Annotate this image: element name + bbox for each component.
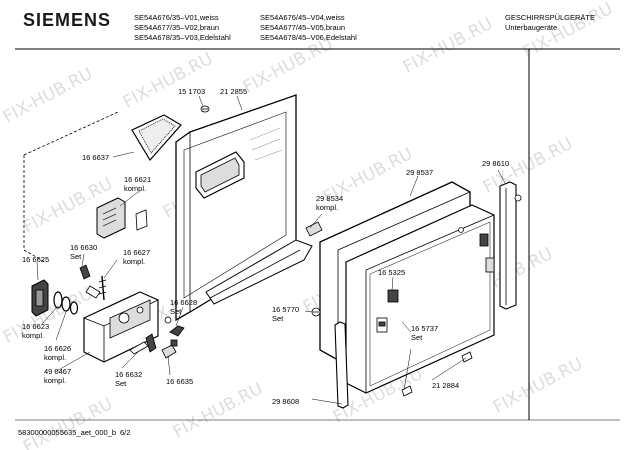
part-label: kompl. — [316, 203, 339, 212]
part-label: 16 6632 — [115, 370, 143, 379]
part-label: 49 0467 — [44, 367, 72, 376]
part-screw-151703 — [200, 105, 210, 113]
part-label: Set — [70, 252, 82, 261]
part-lever-166630 — [79, 264, 101, 299]
part-display-166625 — [31, 279, 49, 317]
model-line: SE54A677/45–V05,braun — [260, 23, 346, 32]
part-bottom-strip-298608 — [334, 321, 349, 409]
part-label: 29 8610 — [482, 159, 510, 168]
part-label: 16 6637 — [82, 153, 110, 162]
part-clip-165770 — [311, 307, 321, 317]
part-label: 16 6625 — [22, 255, 50, 264]
part-label: Set — [170, 307, 182, 316]
part-label: Set — [115, 379, 127, 388]
part-label: 29 8608 — [272, 397, 300, 406]
dashed-bracket — [23, 111, 119, 263]
part-label: 29 8537 — [406, 168, 434, 177]
part-bracket-166621 — [96, 197, 148, 239]
part-label: 16 6630 — [70, 243, 98, 252]
part-label: kompl. — [44, 353, 67, 362]
part-label: 21 2884 — [432, 381, 460, 390]
leader-lines — [36, 95, 506, 405]
part-spring-166627 — [98, 275, 107, 301]
part-side-strip-298610 — [499, 181, 522, 310]
model-line: SE54A677/35–V02,braun — [134, 23, 220, 32]
part-label: Set — [411, 333, 423, 342]
model-line: SE54A676/35–V01,weiss — [134, 13, 219, 22]
brand-logo: SIEMENS — [23, 10, 112, 30]
part-ring-166626 — [53, 291, 79, 315]
part-handle-298534 — [205, 221, 323, 305]
model-line: SE54A678/35–V03,Edelstahl — [134, 33, 231, 42]
part-control-module-490467 — [83, 291, 159, 363]
model-line: SE54A676/45–V04,weiss — [260, 13, 345, 22]
part-set-166628 — [164, 316, 185, 337]
part-label: 21 2855 — [220, 87, 248, 96]
part-label: kompl. — [124, 184, 147, 193]
part-label: kompl. — [22, 331, 45, 340]
part-label: 16 5770 — [272, 305, 300, 314]
part-screw-212884 — [401, 351, 473, 397]
part-label: 29 8534 — [316, 194, 344, 203]
part-label: 16 5325 — [378, 268, 406, 277]
part-label: Set — [272, 314, 284, 323]
part-label: kompl. — [44, 376, 67, 385]
part-label: 15 1703 — [178, 87, 206, 96]
part-166635 — [161, 339, 178, 359]
model-line: SE54A678/45–V06,Edelstahl — [260, 33, 357, 42]
part-label: 16 6627 — [123, 248, 151, 257]
part-outer-panel-298537 — [319, 181, 495, 394]
part-label: kompl. — [123, 257, 146, 266]
category-title: GESCHIRRSPÜLGERÄTE — [505, 13, 596, 22]
category-subtitle: Unterbaugeräte — [505, 23, 558, 32]
part-label: 16 6623 — [22, 322, 50, 331]
part-label: 16 6621 — [124, 175, 152, 184]
footer-code: 58300000055635_aet_000_b — [18, 428, 117, 437]
part-gasket-166637 — [131, 114, 182, 162]
part-label: 16 6635 — [166, 377, 194, 386]
footer-page: 6/2 — [120, 428, 131, 437]
part-label: 16 6626 — [44, 344, 72, 353]
part-label: 16 5737 — [411, 324, 439, 333]
part-set-166632 — [129, 333, 157, 355]
part-label: 16 6628 — [170, 298, 198, 307]
